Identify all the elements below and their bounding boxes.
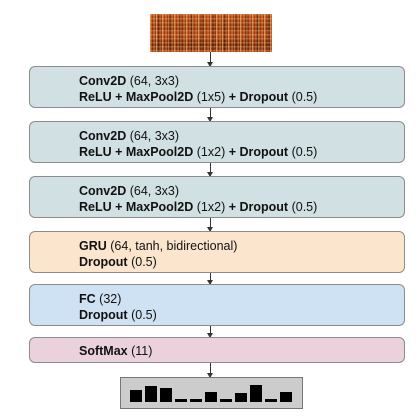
dropout-rate: (0.5) (291, 145, 318, 159)
dropout-label: + Dropout (228, 200, 289, 214)
histogram-bar (190, 399, 202, 402)
histogram-bar (265, 399, 277, 402)
histogram-bar (205, 392, 217, 402)
pool-size: (1x2) (196, 145, 226, 159)
flow-arrow (207, 273, 213, 285)
dropout-label: + Dropout (228, 90, 289, 104)
dropout-rate: (0.5) (131, 255, 157, 269)
histogram-bar (160, 388, 172, 402)
dropout-rate: (0.5) (291, 90, 318, 104)
conv2d-layer-1: Conv2D (64, 3x3) ReLU + MaxPool2D (1x5) … (29, 66, 405, 108)
histogram-bar (220, 399, 232, 402)
flow-arrow (207, 108, 213, 122)
layer-params: (64, 3x3) (129, 74, 180, 88)
layer-name: Conv2D (79, 74, 127, 88)
layer-params: (11) (131, 344, 153, 358)
conv2d-layer-2: Conv2D (64, 3x3) ReLU + MaxPool2D (1x2) … (29, 121, 405, 163)
layer-name: FC (79, 292, 96, 306)
dropout-label: + Dropout (228, 145, 289, 159)
flow-arrow (207, 363, 213, 378)
softmax-layer: SoftMax (11) (29, 337, 405, 363)
pool-size: (1x5) (196, 90, 226, 104)
layer-params: (64, 3x3) (129, 129, 180, 143)
histogram-bar (235, 393, 247, 402)
dropout-label: Dropout (79, 255, 128, 269)
layer-name: SoftMax (79, 344, 128, 358)
layer-params: (64, 3x3) (129, 184, 180, 198)
spectrogram-input-image (150, 14, 272, 52)
histogram-bar (280, 392, 292, 402)
flow-arrow (207, 218, 213, 232)
flow-arrow (207, 163, 213, 177)
layer-name: Conv2D (79, 184, 127, 198)
flow-arrow (207, 326, 213, 338)
layer-name: GRU (79, 239, 107, 253)
histogram-bar (145, 386, 157, 402)
layer-params: (64, tanh, bidirectional) (110, 239, 238, 253)
histogram-bar (130, 390, 142, 402)
layer-op: ReLU + MaxPool2D (79, 90, 194, 104)
flow-arrow (207, 52, 213, 67)
layer-name: Conv2D (79, 129, 127, 143)
gru-layer: GRU (64, tanh, bidirectional) Dropout (0… (29, 231, 405, 273)
output-class-histogram (120, 377, 303, 409)
dropout-label: Dropout (79, 308, 128, 322)
histogram-bar (250, 385, 262, 402)
layer-params: (32) (99, 292, 122, 306)
pool-size: (1x2) (196, 200, 226, 214)
layer-op: ReLU + MaxPool2D (79, 145, 194, 159)
fc-layer: FC (32) Dropout (0.5) (29, 284, 405, 326)
histogram-bar (175, 399, 187, 402)
dropout-rate: (0.5) (291, 200, 318, 214)
layer-op: ReLU + MaxPool2D (79, 200, 194, 214)
dropout-rate: (0.5) (131, 308, 157, 322)
conv2d-layer-3: Conv2D (64, 3x3) ReLU + MaxPool2D (1x2) … (29, 176, 405, 218)
